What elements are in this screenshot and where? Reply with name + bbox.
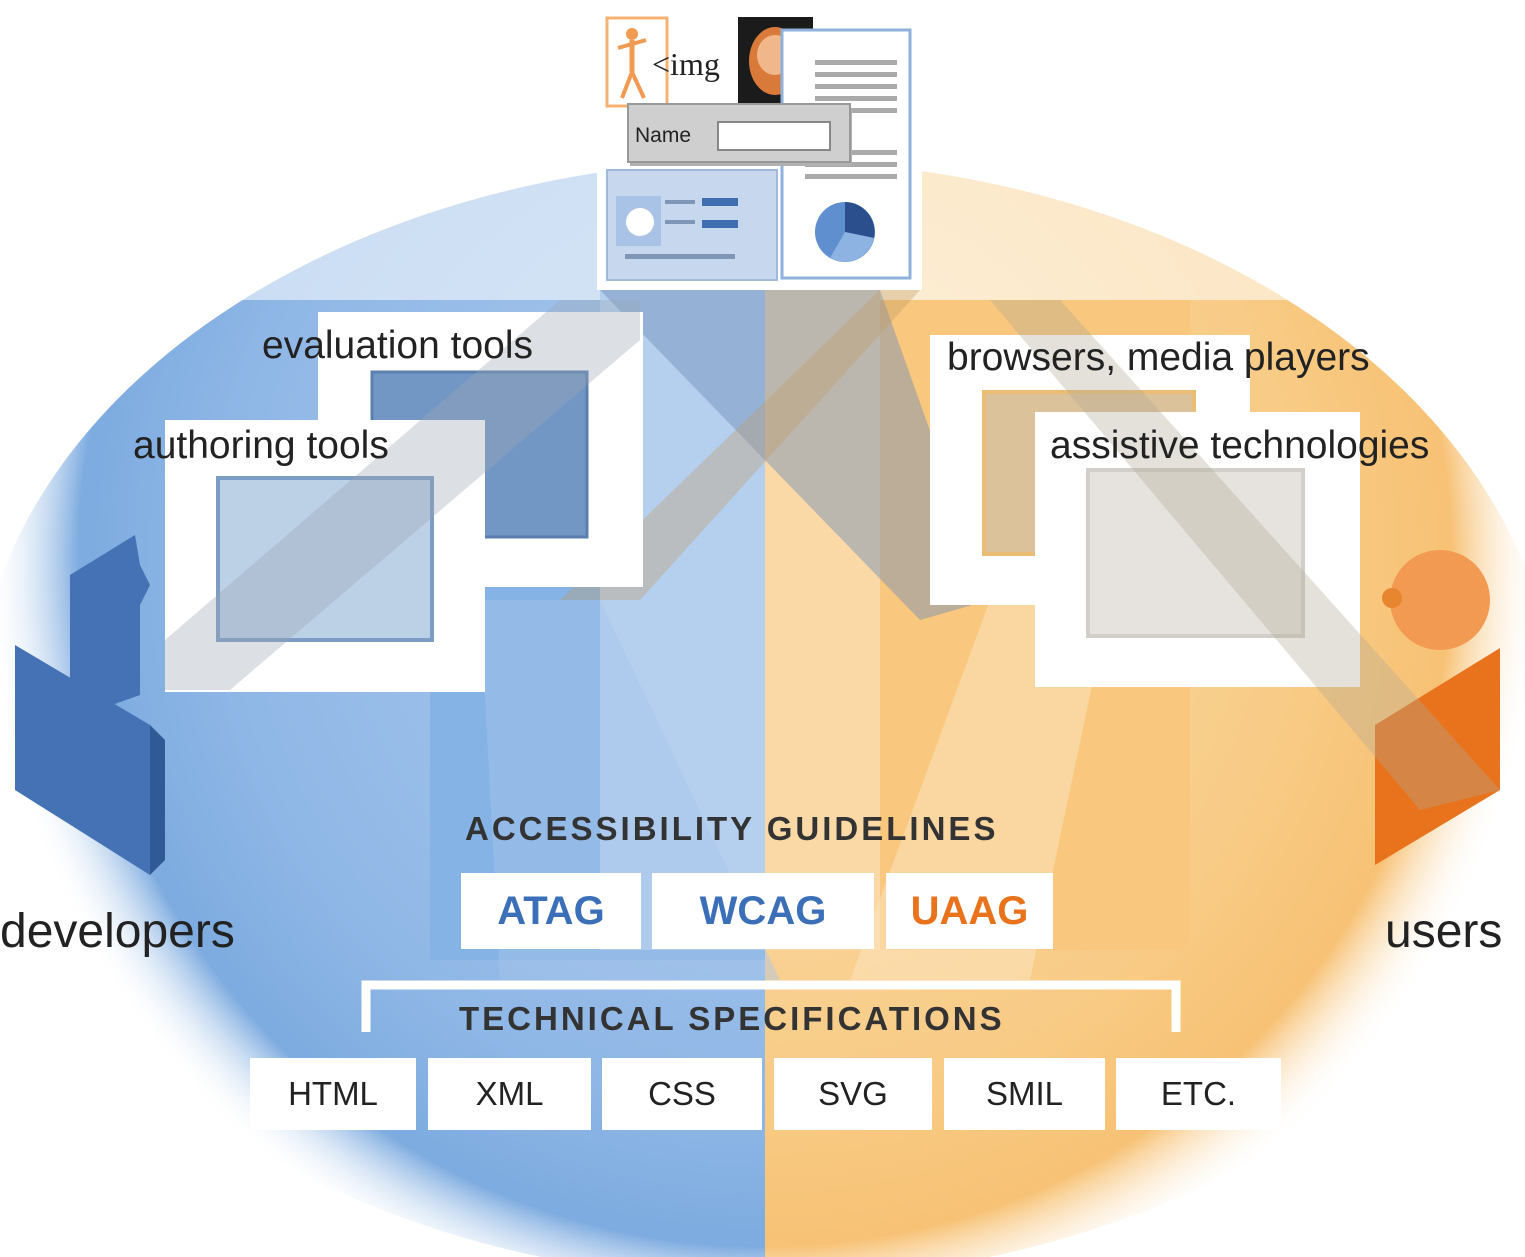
blue-beam [600, 290, 990, 620]
user-desk [1375, 648, 1500, 865]
name-field-label: Name [635, 124, 692, 147]
browsers-label: browsers, media players [947, 336, 1370, 379]
light-orange-column [765, 290, 880, 950]
spec-xml: XML [428, 1058, 591, 1130]
technical-specifications-heading: TECHNICAL SPECIFICATIONS [459, 1000, 1005, 1037]
spec-html: HTML [250, 1058, 416, 1130]
img-tag-label: <img [652, 46, 720, 82]
spec-smil: SMIL [944, 1058, 1105, 1130]
orange-beam [560, 290, 920, 600]
accessibility-guidelines-heading: ACCESSIBILITY GUIDELINES [465, 810, 999, 847]
user-head [1390, 550, 1490, 650]
assistive-tech-label: assistive technologies [1050, 424, 1430, 467]
wcag-box: WCAG [652, 873, 874, 949]
uaag-box: UAAG [886, 873, 1053, 949]
developer-screen [70, 535, 150, 720]
evaluation-tools-label: evaluation tools [262, 324, 534, 367]
spec-svg: SVG [774, 1058, 932, 1130]
spec-bracket [361, 980, 1181, 1032]
spec-etc: ETC. [1116, 1058, 1281, 1130]
web-content-panel [597, 5, 922, 290]
users-label: users [1385, 905, 1503, 958]
spec-css: CSS [602, 1058, 762, 1130]
authoring-tools-label: authoring tools [133, 424, 389, 467]
developer-desk [15, 645, 150, 875]
developers-label: developers [0, 905, 235, 958]
atag-box: ATAG [461, 873, 641, 949]
